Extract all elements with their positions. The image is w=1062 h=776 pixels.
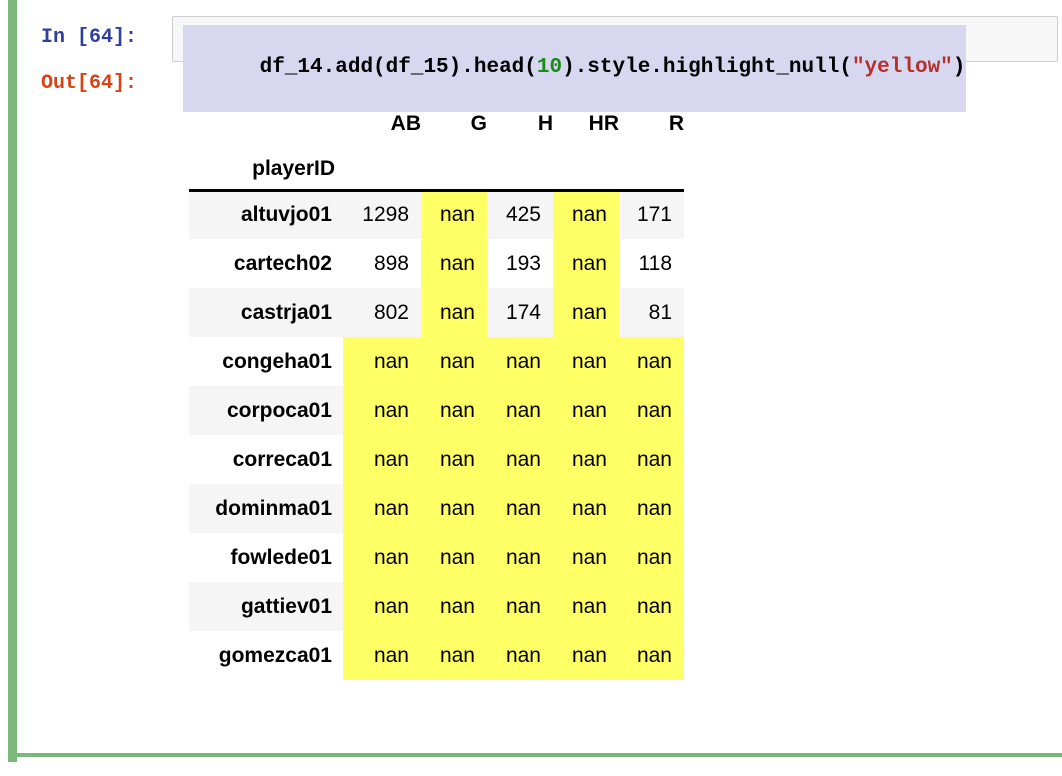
cell-h: nan bbox=[487, 582, 553, 631]
cell-h: nan bbox=[487, 435, 553, 484]
cell-r: nan bbox=[619, 484, 684, 533]
cell-ab: 1298 bbox=[343, 188, 421, 239]
cell-r: nan bbox=[619, 631, 684, 680]
code-token-plain-1: df_14.add(df_15).head( bbox=[259, 56, 537, 79]
cell-ab: 898 bbox=[343, 239, 421, 288]
index-row-spacer-1 bbox=[343, 142, 421, 190]
cell-g: nan bbox=[421, 631, 487, 680]
cell-h: 174 bbox=[487, 288, 553, 337]
cell-ab: nan bbox=[343, 631, 421, 680]
row-index-corpoca01: corpoca01 bbox=[189, 386, 343, 435]
code-line[interactable]: df_14.add(df_15).head(10).style.highligh… bbox=[183, 25, 967, 112]
column-header-g: G bbox=[470, 112, 487, 135]
cell-r: nan bbox=[619, 435, 684, 484]
cell-hr: nan bbox=[553, 435, 619, 484]
selected-cell-indicator-bar bbox=[8, 0, 17, 762]
row-index-gomezca01: gomezca01 bbox=[189, 631, 343, 680]
cell-g: nan bbox=[421, 435, 487, 484]
row-index-castrja01: castrja01 bbox=[189, 288, 343, 337]
cell-hr: nan bbox=[553, 239, 619, 288]
cell-hr: nan bbox=[553, 337, 619, 386]
cell-h: nan bbox=[487, 386, 553, 435]
cell-hr: nan bbox=[553, 582, 619, 631]
cell-hr: nan bbox=[553, 631, 619, 680]
output-prompt: Out[64]: bbox=[41, 72, 138, 95]
index-row-spacer-2 bbox=[421, 142, 487, 190]
cell-r: 171 bbox=[619, 188, 684, 239]
code-token-plain-2: ).style.highlight_null( bbox=[562, 56, 852, 79]
input-prompt: In [64]: bbox=[41, 26, 138, 49]
cell-hr: nan bbox=[553, 533, 619, 582]
code-cell-input-row: In [64]: df_14.add(df_15).head(10).style… bbox=[0, 10, 1062, 112]
cell-r: nan bbox=[619, 337, 684, 386]
cell-ab: nan bbox=[343, 582, 421, 631]
cell-h: nan bbox=[487, 484, 553, 533]
cell-h: nan bbox=[487, 533, 553, 582]
cell-ab: nan bbox=[343, 337, 421, 386]
cell-ab: nan bbox=[343, 484, 421, 533]
cell-r: 118 bbox=[619, 239, 684, 288]
column-header-hr: HR bbox=[588, 112, 619, 135]
cell-r: 81 bbox=[619, 288, 684, 337]
cell-g: nan bbox=[421, 533, 487, 582]
code-token-number: 10 bbox=[536, 56, 563, 79]
cell-ab: nan bbox=[343, 533, 421, 582]
index-name-label: playerID bbox=[252, 156, 335, 180]
cell-hr: nan bbox=[553, 288, 619, 337]
cell-h: nan bbox=[487, 631, 553, 680]
row-index-congeha01: congeha01 bbox=[189, 337, 343, 386]
row-index-altuvjo01: altuvjo01 bbox=[189, 188, 343, 239]
code-token-plain-3: ) bbox=[952, 56, 966, 79]
index-row-spacer-3 bbox=[487, 142, 553, 190]
cell-r: nan bbox=[619, 533, 684, 582]
row-index-gattiev01: gattiev01 bbox=[189, 582, 343, 631]
code-token-string: "yellow" bbox=[851, 56, 953, 79]
row-index-fowlede01: fowlede01 bbox=[189, 533, 343, 582]
cell-ab: 802 bbox=[343, 288, 421, 337]
index-name-row: playerID bbox=[189, 142, 684, 190]
cell-r: nan bbox=[619, 386, 684, 435]
row-index-cartech02: cartech02 bbox=[189, 239, 343, 288]
column-header-ab: AB bbox=[390, 112, 421, 135]
cell-g: nan bbox=[421, 484, 487, 533]
column-header-r: R bbox=[668, 112, 684, 135]
cell-g: nan bbox=[421, 337, 487, 386]
cell-g: nan bbox=[421, 188, 487, 239]
column-header-row: AB G H HR R bbox=[189, 100, 684, 142]
cell-g: nan bbox=[421, 386, 487, 435]
cell-g: nan bbox=[421, 288, 487, 337]
cell-hr: nan bbox=[553, 188, 619, 239]
index-row-spacer-5 bbox=[619, 142, 684, 190]
cell-r: nan bbox=[619, 582, 684, 631]
cell-h: 193 bbox=[487, 239, 553, 288]
cell-hr: nan bbox=[553, 386, 619, 435]
cell-h: nan bbox=[487, 337, 553, 386]
cell-ab: nan bbox=[343, 386, 421, 435]
cell-h: 425 bbox=[487, 188, 553, 239]
cell-g: nan bbox=[421, 582, 487, 631]
cell-ab: nan bbox=[343, 435, 421, 484]
dataframe-head: AB G H HR R playerID bbox=[189, 100, 684, 190]
selected-cell-indicator-bottom bbox=[8, 753, 1062, 757]
corner-cell bbox=[189, 100, 343, 142]
row-index-dominma01: dominma01 bbox=[189, 484, 343, 533]
index-row-spacer-4 bbox=[553, 142, 619, 190]
cell-g: nan bbox=[421, 239, 487, 288]
column-header-h: H bbox=[537, 112, 553, 135]
row-index-correca01: correca01 bbox=[189, 435, 343, 484]
cell-hr: nan bbox=[553, 484, 619, 533]
